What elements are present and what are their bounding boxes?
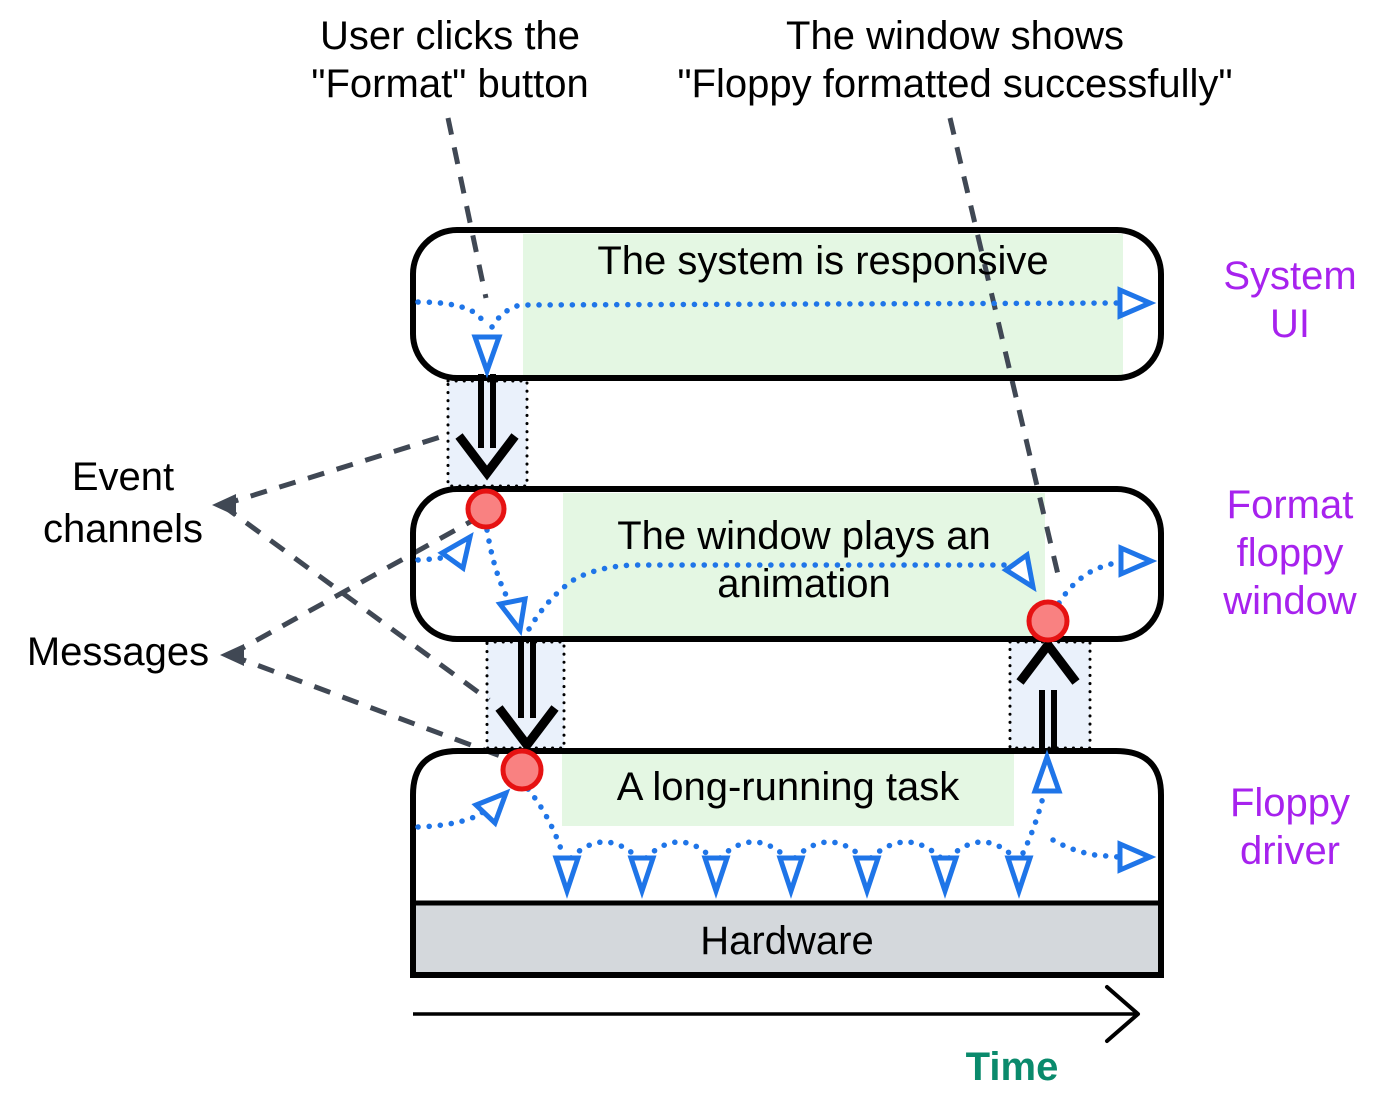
- activity-label-long-task: A long-running task: [616, 765, 960, 809]
- annotation-pointer-lines: [212, 117, 1063, 763]
- event-channel-arrow-down-2: [495, 638, 559, 753]
- lane-label-floppy-driver: Floppy driver: [1229, 781, 1351, 873]
- label-event-channels: Event channels: [42, 455, 204, 551]
- flow-to-marker-arrow-icon: [437, 532, 474, 573]
- activity-label-animation: The window plays an animation: [617, 514, 991, 606]
- hardware-poll-arrow-icon: [930, 855, 960, 899]
- label-messages: Messages: [26, 630, 210, 674]
- pointer-window-shows: [947, 117, 1063, 584]
- pointer-event-channel-2: [220, 502, 491, 703]
- event-channel-arrow-down-1: [455, 374, 519, 481]
- hardware-poll-arrow-icon: [627, 855, 657, 899]
- hardware-poll-arrow-icon: [701, 855, 731, 899]
- pointer-user-clicks: [445, 117, 489, 299]
- event-channel-band-driver-to-window: [1008, 640, 1092, 750]
- flow-up-arrow-icon: [1031, 749, 1063, 794]
- flow-right-arrow-icon: [1118, 544, 1158, 578]
- hardware-label: Hardware: [700, 919, 874, 963]
- annotation-user-clicks: User clicks the "Format" button: [311, 14, 589, 106]
- lane-label-format-floppy-window: Format floppy window: [1223, 483, 1357, 623]
- pointer-event-channel-1: [221, 431, 451, 508]
- flow-format-floppy-window: [415, 527, 1158, 637]
- flow-floppy-driver: [415, 749, 1157, 899]
- flow-down-arrow-icon: [495, 595, 529, 637]
- hardware-poll-arrow-icon: [552, 855, 582, 899]
- message-marker-driver-receives-format: [500, 748, 544, 792]
- activity-label-responsive: The system is responsive: [597, 239, 1049, 283]
- flow-to-marker-arrow-icon: [1001, 550, 1037, 593]
- flow-to-marker-arrow-icon: [471, 788, 511, 828]
- lane-label-system-ui: System UI: [1223, 254, 1357, 346]
- event-channel-arrow-up: [1016, 637, 1080, 750]
- system-ui-lane-border: [410, 227, 1164, 381]
- time-axis: [413, 985, 1140, 1043]
- event-channel-band-window-to-driver: [485, 640, 566, 750]
- floppy-driver-lane-border: [410, 748, 1164, 978]
- hardware-poll-arrow-icon: [1004, 855, 1034, 899]
- pointer-message-2: [229, 652, 512, 763]
- format-floppy-window-lane-border: [410, 486, 1164, 642]
- flow-system-ui: [415, 286, 1157, 379]
- time-arrowhead-icon: [1105, 985, 1140, 1043]
- flow-down-arrow-icon: [471, 334, 503, 379]
- activity-region-long-task: [562, 754, 1014, 826]
- hardware-poll-arrow-icon: [776, 855, 806, 899]
- flow-right-arrow-icon: [1117, 840, 1157, 874]
- time-axis-label: Time: [965, 1045, 1059, 1089]
- message-marker-window-receives-done: [1026, 599, 1070, 643]
- activity-region-responsive: [523, 234, 1123, 375]
- hardware-poll-arrow-icon: [852, 855, 882, 899]
- messages-arrowhead-icon: [220, 644, 244, 666]
- annotation-window-shows: The window shows "Floppy formatted succe…: [677, 14, 1233, 106]
- flow-right-arrow-icon: [1117, 286, 1157, 320]
- event-channels-arrowhead-icon: [212, 494, 236, 516]
- message-marker-window-receives-click: [465, 488, 507, 530]
